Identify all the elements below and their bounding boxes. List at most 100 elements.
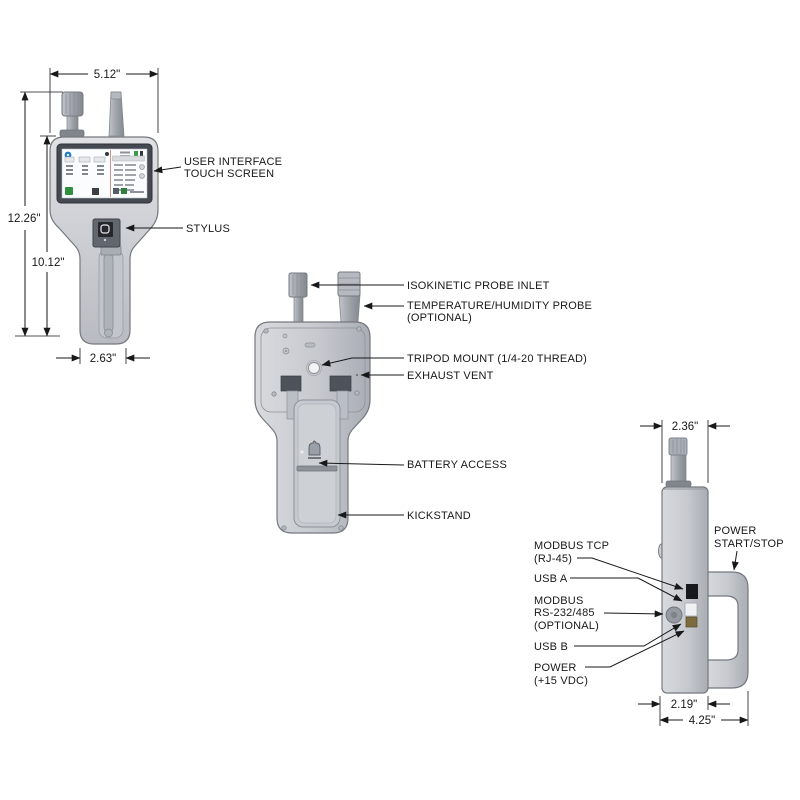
side-dimensions: 2.36" 2.19" 4.25"	[638, 420, 749, 727]
probe-cap-knurl	[292, 274, 305, 296]
label-battery-access: BATTERY ACCESS	[407, 459, 507, 471]
kickstand-hinge	[280, 375, 302, 392]
screen-battery-icon	[134, 151, 138, 157]
screen-status-icon	[105, 152, 109, 156]
probe-cap-ribs	[338, 277, 360, 291]
back-labels: ISOKINETIC PROBE INLET TEMPERATURE/HUMID…	[310, 280, 592, 522]
screen-col-header	[78, 156, 91, 163]
leader-usb-b	[574, 623, 682, 647]
screen-status-icon2	[140, 151, 143, 157]
label-modbus-rs-line2: RS-232/485	[534, 607, 595, 619]
probe-body	[338, 294, 361, 323]
side-probe	[665, 437, 692, 488]
screw	[356, 326, 362, 332]
screen-round-button	[139, 164, 145, 170]
back-view: ISOKINETIC PROBE INLET TEMPERATURE/HUMID…	[254, 271, 592, 534]
back-probe-left	[288, 272, 308, 323]
usb-b-port	[685, 616, 698, 628]
probe-stem	[670, 451, 687, 484]
probe-cap	[61, 91, 84, 117]
stylus-shaft	[103, 253, 114, 333]
screen-table-rows	[66, 165, 104, 175]
tripod-ring	[306, 360, 322, 376]
label-power-switch-line1: POWER	[714, 525, 757, 537]
label-temp-probe-line2: (OPTIONAL)	[407, 312, 472, 324]
screen-caption-text	[130, 191, 144, 193]
rj45-notch	[689, 596, 695, 599]
touch-screen	[56, 143, 153, 204]
probe-flange	[665, 480, 692, 488]
leader-usb-a	[570, 577, 683, 602]
screen-logo-dot	[66, 153, 70, 157]
kickstand-assembly	[280, 375, 352, 528]
dim-side-top: 2.36"	[672, 421, 698, 433]
modbus-rs232-pin	[670, 611, 678, 619]
screen-run-icon	[65, 187, 73, 195]
leader-power-dc	[585, 630, 685, 668]
label-exhaust-vent: EXHAUST VENT	[407, 370, 494, 382]
kickstand-hinge	[329, 375, 352, 392]
front-view: 5.12" 12.26" 10.12" 2.63" USER INTERFACE…	[8, 68, 282, 365]
panel-slot	[304, 342, 316, 348]
probe-flange	[59, 129, 85, 138]
leader-power-switch	[731, 550, 739, 571]
leader-tripod	[321, 357, 404, 367]
dim-front-height-body: 10.12"	[32, 257, 65, 269]
usb-a-port	[684, 602, 698, 617]
label-touch-screen-line2: TOUCH SCREEN	[184, 168, 274, 180]
leader-modbus-rs	[603, 610, 664, 618]
screen-col-header	[93, 156, 106, 163]
label-modbus-rs-line3: (OPTIONAL)	[534, 620, 599, 632]
probe-tip	[110, 91, 122, 100]
label-touch-screen-line1: USER INTERFACE	[184, 156, 282, 168]
dim-side-total: 4.25"	[689, 715, 715, 727]
front-probe-right	[108, 91, 125, 137]
screw	[263, 328, 269, 334]
panel-hole	[282, 333, 288, 339]
probe-cap-knurl	[672, 439, 685, 454]
screen-col-header	[64, 156, 75, 163]
label-power-switch-line2: START/STOP	[714, 538, 784, 550]
back-probe-right	[337, 271, 361, 323]
screw	[338, 525, 344, 531]
side-view: 2.36" 2.19" 4.25" MODBUS TCP (RJ-45) USB…	[534, 420, 784, 727]
label-kickstand: KICKSTAND	[407, 510, 471, 522]
screw	[271, 391, 277, 397]
front-dimensions: 5.12" 12.26" 10.12" 2.63"	[8, 68, 159, 365]
stylus-assembly	[92, 218, 124, 339]
label-tripod-mount: TRIPOD MOUNT (1/4-20 THREAD)	[407, 353, 587, 365]
probe-stem	[293, 295, 304, 323]
panel-hole-dot	[285, 350, 287, 352]
side-ports	[665, 584, 698, 628]
dim-side-body: 2.19"	[671, 699, 697, 711]
front-probe-left	[59, 91, 85, 138]
label-modbus-rs-line1: MODBUS	[534, 595, 583, 607]
label-stylus: STYLUS	[186, 223, 230, 235]
screen-icon	[113, 188, 119, 194]
dim-front-base: 2.63"	[90, 353, 116, 365]
back-screws	[263, 326, 362, 531]
label-usb-b: USB B	[534, 641, 568, 653]
label-modbus-tcp-line1: MODBUS TCP	[534, 540, 609, 552]
stylus-holder-window	[98, 222, 113, 237]
leader-touch-screen	[153, 166, 182, 174]
probe-cap	[668, 437, 688, 456]
screen-icon2	[121, 188, 127, 194]
screen-round-button	[139, 173, 145, 179]
modbus-tcp-rj45-port	[686, 584, 698, 599]
leader-battery	[318, 459, 405, 467]
screen-content	[64, 150, 145, 197]
screw	[354, 390, 360, 396]
probe-cap	[288, 272, 308, 298]
dim-front-width: 5.12"	[94, 69, 120, 81]
stylus-tip	[104, 328, 113, 338]
tripod-hole	[308, 362, 320, 374]
label-power-dc-line1: POWER	[534, 662, 577, 674]
screen-stop-icon	[92, 188, 99, 195]
label-temp-probe-line1: TEMPERATURE/HUMIDITY PROBE	[407, 300, 592, 312]
back-panel-features	[282, 333, 359, 377]
label-usb-a: USB A	[534, 573, 568, 585]
screen-status-text	[120, 151, 130, 154]
